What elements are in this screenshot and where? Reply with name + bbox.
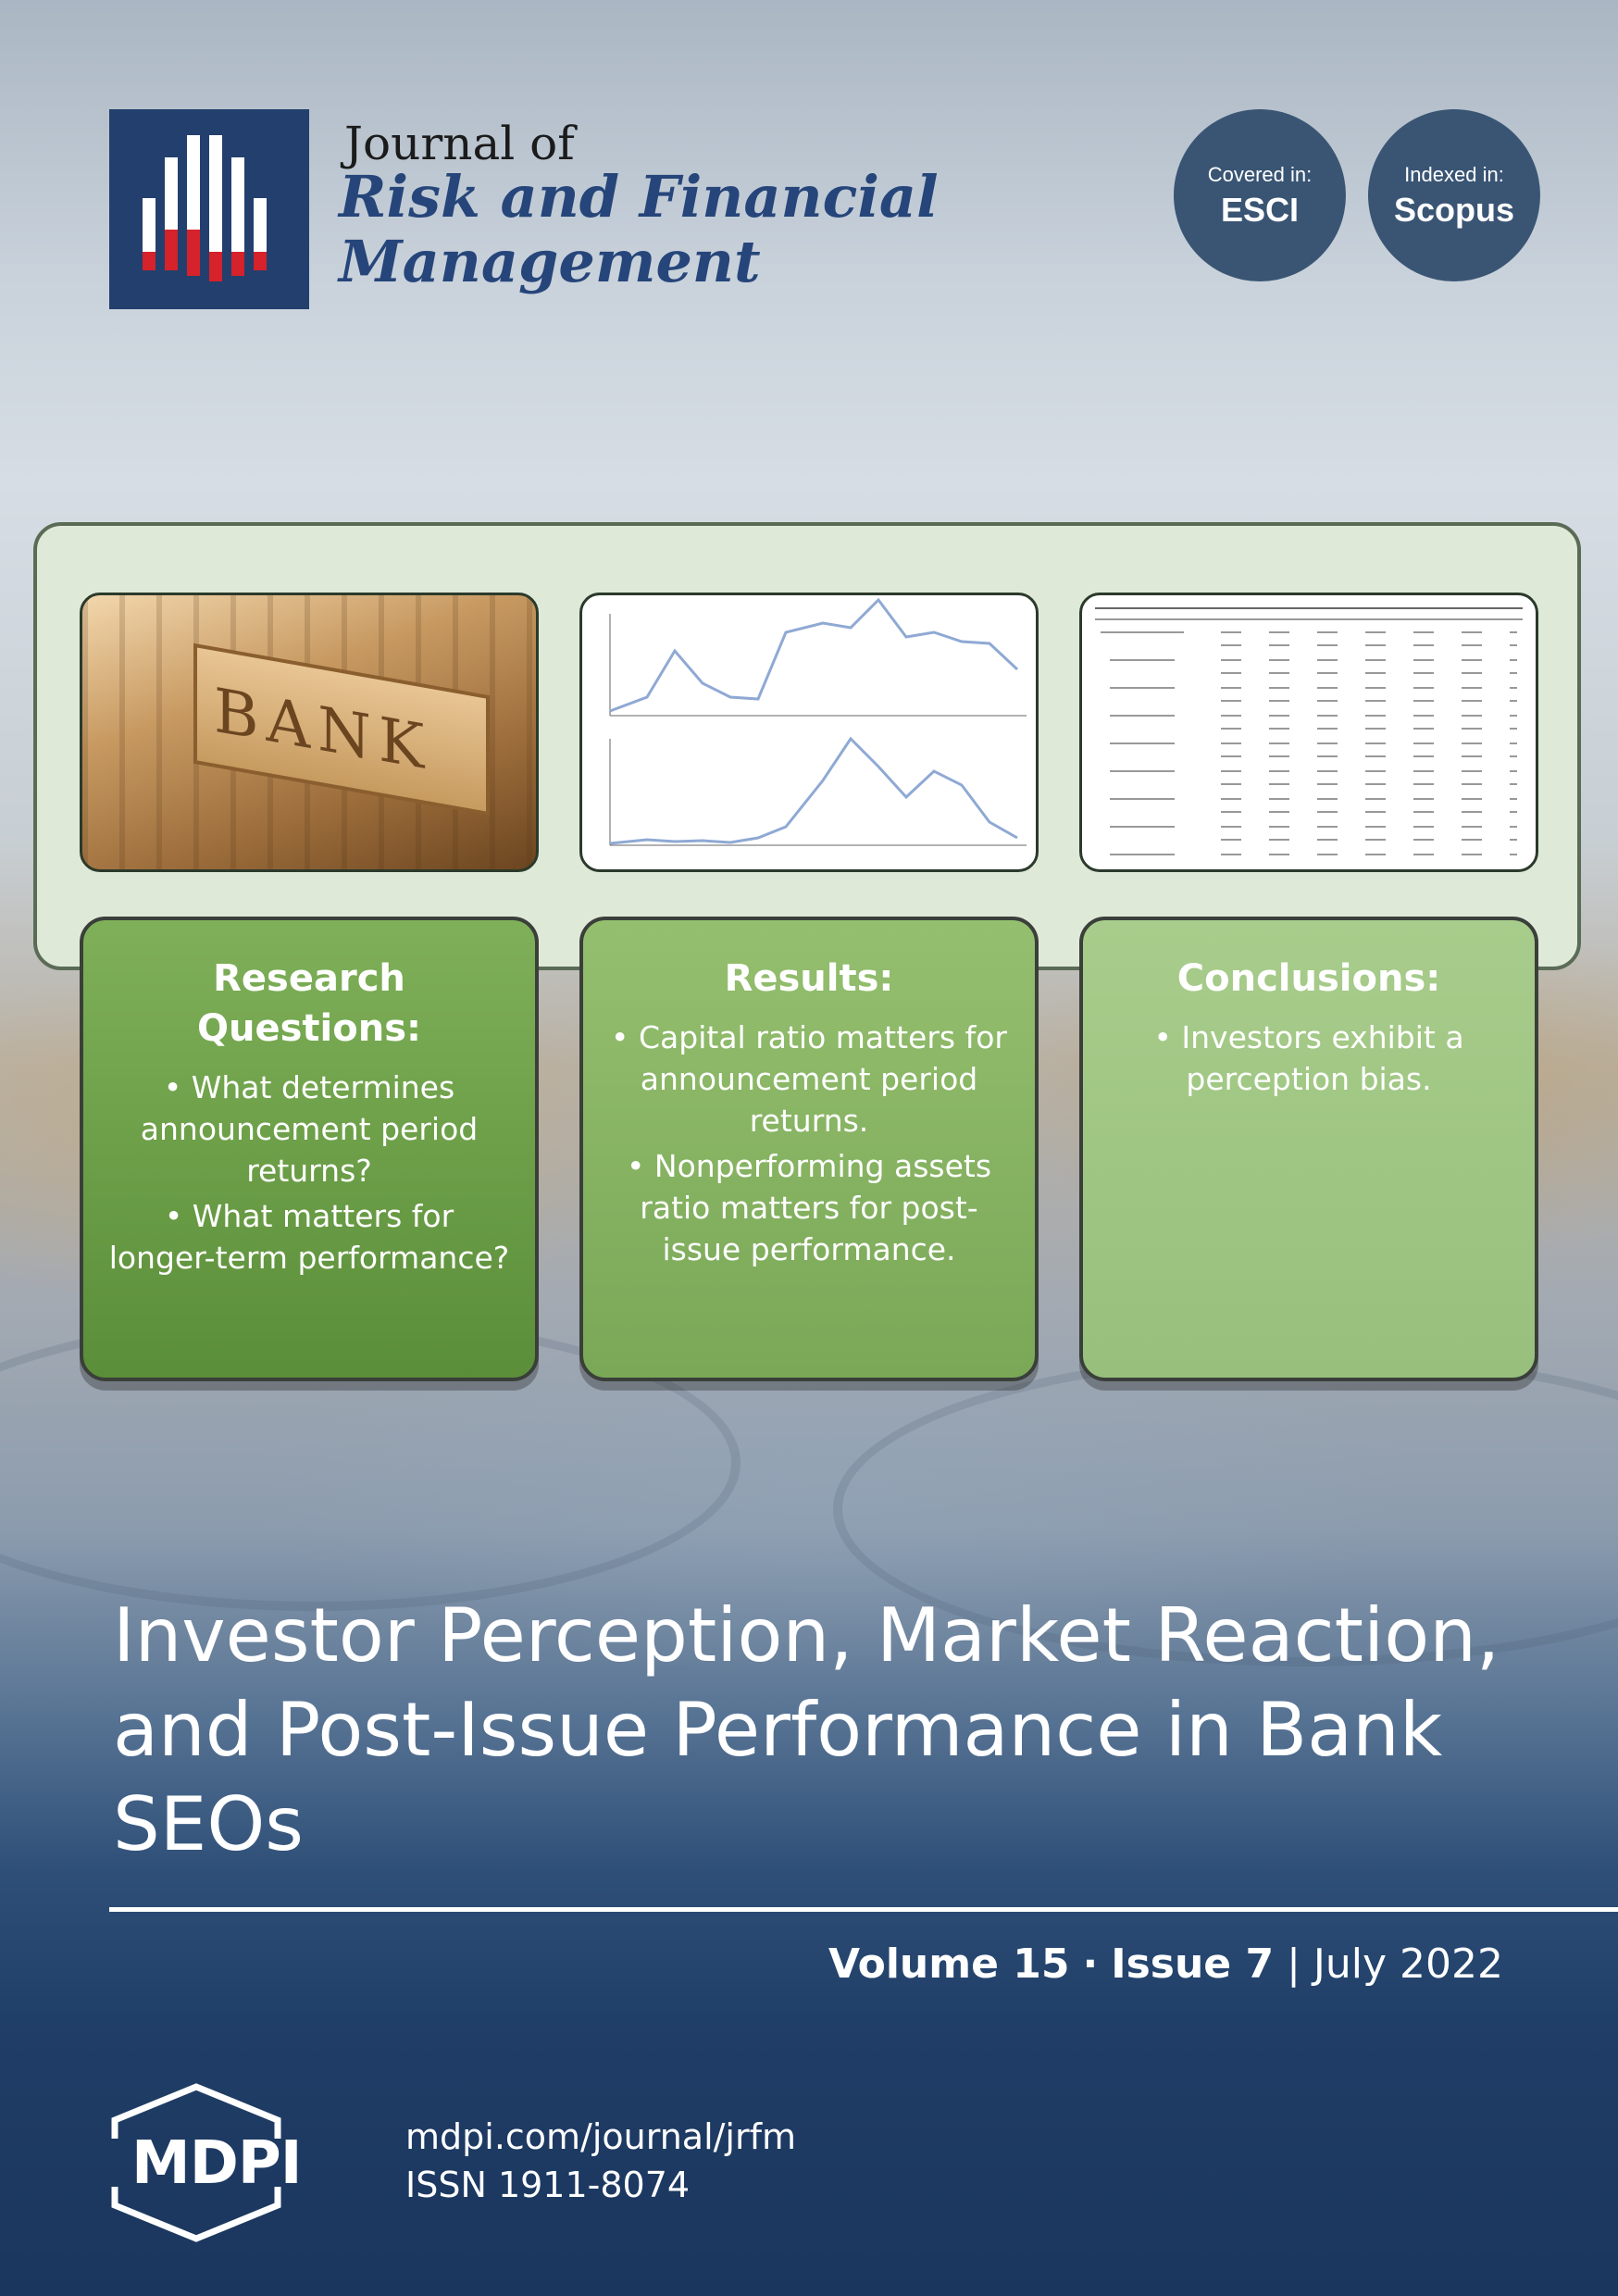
esci-badge: Covered in: ESCI <box>1174 109 1346 281</box>
journal-prefix: Journal of <box>344 117 575 170</box>
volume-number: Volume 15 <box>828 1940 1070 1988</box>
issue-pipe: | <box>1287 1940 1301 1988</box>
esci-badge-value: ESCI <box>1220 191 1300 229</box>
article-title: Investor Perception, Market Reaction, an… <box>113 1589 1557 1872</box>
scopus-badge-value: Scopus <box>1393 191 1515 229</box>
regression-table-thumbnail <box>1079 593 1538 872</box>
journal-name-line1: Risk and Financial <box>339 163 939 231</box>
article-title-line3: SEOs <box>113 1781 304 1867</box>
research-questions-heading-line2: Questions: <box>196 1007 421 1050</box>
research-question-bullet: • What matters for longer-term performan… <box>108 1198 510 1276</box>
research-questions-box: Research Questions: • What determines an… <box>80 917 539 1381</box>
scopus-badge: Indexed in: Scopus <box>1368 109 1540 281</box>
issue-info: Volume 15 · Issue 7 | July 2022 <box>828 1940 1503 1988</box>
issue-number: Issue 7 <box>1111 1940 1275 1988</box>
mdpi-logo-text: MDPI <box>131 2129 303 2198</box>
article-title-line1: Investor Perception, Market Reaction, <box>113 1592 1500 1678</box>
line-charts-figure <box>609 597 1027 846</box>
bank-building-photo: BANK <box>80 593 539 872</box>
scopus-badge-label: Indexed in: <box>1404 163 1504 186</box>
results-heading: Results: <box>724 957 894 1000</box>
line-charts-thumbnail <box>579 593 1039 872</box>
results-box: Results: • Capital ratio matters for ann… <box>579 917 1039 1381</box>
conclusions-heading: Conclusions: <box>1176 957 1441 1000</box>
divider-rule <box>109 1907 1618 1912</box>
issue-date: July 2022 <box>1313 1940 1503 1988</box>
journal-url-link[interactable]: mdpi.com/journal/jrfm <box>405 2116 797 2157</box>
bank-sign-text: BANK <box>214 674 432 785</box>
issue-separator: · <box>1082 1940 1099 1988</box>
journal-logo-icon <box>109 109 309 309</box>
results-bullet: • Nonperforming assets ratio matters for… <box>626 1148 992 1267</box>
journal-name-line2: Management <box>339 228 761 295</box>
esci-badge-label: Covered in: <box>1207 163 1313 186</box>
results-bullet: • Capital ratio matters for announcement… <box>611 1019 1007 1139</box>
article-title-line2: and Post-Issue Performance in Bank <box>113 1687 1443 1773</box>
mdpi-logo-icon <box>111 2083 281 2242</box>
conclusions-bullet: • Investors exhibit a perception bias. <box>1153 1019 1464 1097</box>
research-question-bullet: • What determines announcement period re… <box>140 1069 479 1189</box>
regression-table-figure <box>1095 607 1523 855</box>
conclusions-box: Conclusions: • Investors exhibit a perce… <box>1079 917 1538 1381</box>
bank-sign: BANK <box>193 643 490 817</box>
issn-text: ISSN 1911-8074 <box>405 2165 691 2205</box>
research-questions-heading-line1: Research <box>213 957 405 1000</box>
